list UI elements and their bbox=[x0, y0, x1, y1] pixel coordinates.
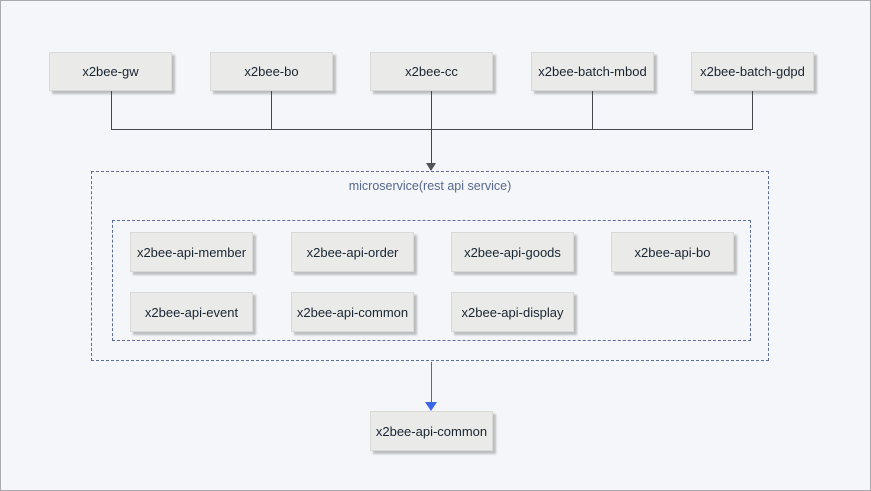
node-x2bee-batch-gdpd: x2bee-batch-gdpd bbox=[691, 52, 814, 91]
node-x2bee-api-common: x2bee-api-common bbox=[291, 292, 414, 332]
node-x2bee-bo: x2bee-bo bbox=[210, 52, 333, 91]
microservice-group-box: microservice(rest api service) bbox=[91, 171, 769, 361]
arrow-down-icon bbox=[426, 163, 436, 171]
connector-mbod-drop bbox=[592, 91, 593, 130]
microservice-group-label: microservice(rest api service) bbox=[348, 179, 512, 193]
blue-arrow-down-icon bbox=[425, 402, 437, 411]
connector-group-to-common bbox=[431, 362, 432, 402]
node-x2bee-api-goods: x2bee-api-goods bbox=[451, 232, 574, 272]
node-x2bee-api-order: x2bee-api-order bbox=[291, 232, 414, 272]
connector-bus-line bbox=[111, 129, 753, 130]
node-x2bee-cc: x2bee-cc bbox=[370, 52, 493, 91]
connector-gdpd-drop bbox=[752, 91, 753, 130]
node-x2bee-api-display: x2bee-api-display bbox=[451, 292, 574, 332]
node-x2bee-batch-mbod: x2bee-batch-mbod bbox=[531, 52, 654, 91]
node-x2bee-api-event: x2bee-api-event bbox=[130, 292, 253, 332]
node-x2bee-api-member: x2bee-api-member bbox=[130, 232, 253, 272]
connector-gw-drop bbox=[111, 91, 112, 130]
connector-cc-to-group bbox=[431, 91, 432, 163]
node-x2bee-gw: x2bee-gw bbox=[49, 52, 172, 91]
node-bottom-x2bee-api-common: x2bee-api-common bbox=[370, 411, 493, 451]
api-services-container-box bbox=[112, 220, 751, 341]
connector-bo-drop bbox=[271, 91, 272, 130]
node-x2bee-api-bo: x2bee-api-bo bbox=[611, 232, 734, 272]
